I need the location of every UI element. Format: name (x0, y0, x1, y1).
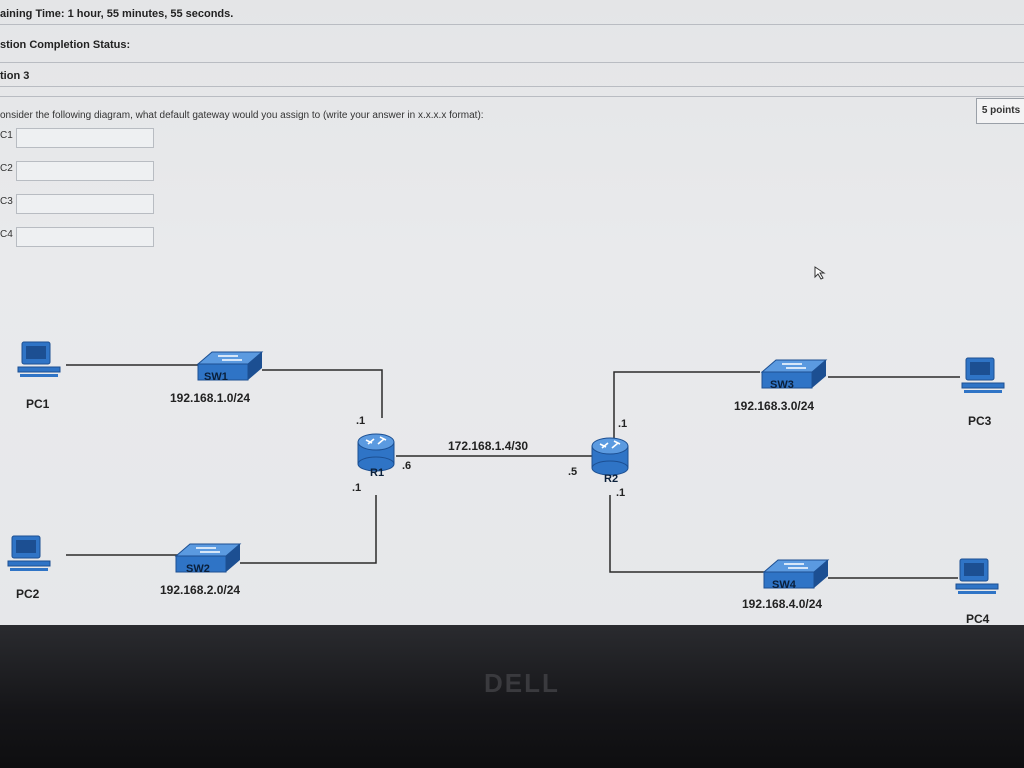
r2-name: R2 (604, 473, 618, 485)
sw4-name: SW4 (772, 579, 797, 591)
monitor-bezel (0, 625, 1024, 768)
question-number: tion 3 (0, 70, 30, 82)
sw3-name: SW3 (770, 379, 794, 391)
points-badge: 5 points (976, 98, 1024, 124)
link-sw1-r1 (262, 369, 383, 418)
answer-label-c4: C4 (0, 229, 13, 240)
link-r2-sw4 (609, 495, 770, 573)
network-diagram: PC1 PC2 PC3 PC4 SW1 SW2 SW3 SW4 192.168.… (7, 341, 1005, 626)
r1-if-right: .6 (402, 460, 411, 472)
question-prompt: onsider the following diagram, what defa… (0, 110, 484, 121)
r2-if-bottom: .1 (616, 487, 625, 499)
brand-logo: DELL (484, 668, 560, 698)
sw1-name: SW1 (204, 371, 228, 383)
r2-if-left: .5 (568, 466, 577, 478)
divider (0, 86, 1024, 87)
pc4-icon (955, 558, 999, 595)
r1-icon (357, 433, 395, 472)
r1-if-bottom: .1 (352, 482, 361, 494)
remaining-time: aining Time: 1 hour, 55 minutes, 55 seco… (0, 8, 234, 20)
answer-label-c1: C1 (0, 130, 13, 141)
answer-label-c2: C2 (0, 163, 13, 174)
sw3-network: 192.168.3.0/24 (734, 399, 814, 413)
divider (0, 24, 1024, 25)
r1-if-top: .1 (356, 415, 365, 427)
link-network-label: 172.168.1.4/30 (448, 439, 528, 453)
answer-input-c1[interactable] (16, 128, 154, 148)
pc3-icon (961, 357, 1005, 394)
pc1-icon (17, 341, 61, 378)
pc2-label: PC2 (16, 587, 40, 601)
link-sw2-r1 (240, 495, 377, 564)
sw2-name: SW2 (186, 563, 210, 575)
sw2-network: 192.168.2.0/24 (160, 583, 240, 597)
divider (0, 96, 1024, 97)
answer-label-c3: C3 (0, 196, 13, 207)
mouse-cursor-icon (814, 266, 826, 280)
r1-name: R1 (370, 467, 384, 479)
answer-input-c2[interactable] (16, 161, 154, 181)
r2-icon (591, 437, 629, 476)
answer-input-c3[interactable] (16, 194, 154, 214)
links (66, 364, 960, 579)
answer-input-c4[interactable] (16, 227, 154, 247)
pc4-label: PC4 (966, 612, 990, 626)
divider (0, 62, 1024, 63)
r2-if-top: .1 (618, 418, 627, 430)
browser-screen: aining Time: 1 hour, 55 minutes, 55 seco… (0, 0, 1024, 640)
sw4-network: 192.168.4.0/24 (742, 597, 822, 611)
pc3-label: PC3 (968, 414, 992, 428)
sw1-network: 192.168.1.0/24 (170, 391, 250, 405)
completion-status: stion Completion Status: (0, 39, 131, 51)
pc1-label: PC1 (26, 397, 50, 411)
link-r2-sw3 (613, 371, 760, 438)
pc2-icon (7, 535, 51, 572)
